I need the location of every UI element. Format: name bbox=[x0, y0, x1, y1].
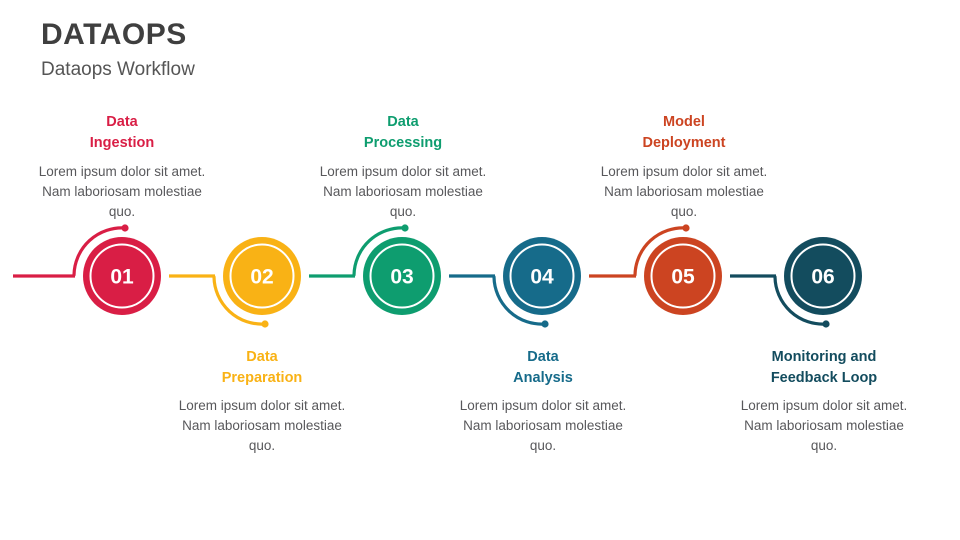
page-subtitle: Dataops Workflow bbox=[41, 59, 195, 80]
node-arc-04 bbox=[492, 275, 547, 326]
node-inner-ring-02 bbox=[229, 243, 295, 309]
page-title: DATAOPS bbox=[41, 18, 187, 51]
step-title-06: Monitoring and Feedback Loop bbox=[770, 349, 878, 386]
node-arc-dot-05 bbox=[682, 224, 690, 232]
node-inner-ring-01 bbox=[89, 243, 155, 309]
node-number-02: 02 bbox=[250, 266, 273, 289]
node-number-04: 04 bbox=[530, 266, 554, 289]
step-body-01: Lorem ipsum dolor sit amet. Nam laborios… bbox=[38, 164, 206, 219]
slide-header: DATAOPS Dataops Workflow bbox=[41, 17, 195, 83]
step-body-04: Lorem ipsum dolor sit amet. Nam laborios… bbox=[459, 398, 627, 453]
node-inner-ring-05 bbox=[650, 243, 716, 309]
node-arc-dot-03 bbox=[401, 224, 409, 232]
node-arc-03 bbox=[352, 226, 407, 277]
node-arc-dot-04 bbox=[541, 320, 549, 328]
node-number-03: 03 bbox=[390, 266, 413, 289]
node-arc-06 bbox=[773, 275, 828, 326]
node-arc-01 bbox=[72, 226, 127, 277]
node-02[interactable]: 02 bbox=[212, 237, 301, 328]
node-inner-ring-03 bbox=[369, 243, 435, 309]
node-layer: 01 02 03 04 05 06 bbox=[72, 224, 862, 328]
node-arc-dot-06 bbox=[822, 320, 830, 328]
node-inner-ring-06 bbox=[790, 243, 856, 309]
node-04[interactable]: 04 bbox=[492, 237, 581, 328]
step-body-05: Lorem ipsum dolor sit amet. Nam laborios… bbox=[600, 164, 768, 219]
step-body-06: Lorem ipsum dolor sit amet. Nam laborios… bbox=[740, 398, 908, 453]
step-title-01: Data Ingestion bbox=[89, 114, 155, 151]
step-body-02: Lorem ipsum dolor sit amet. Nam laborios… bbox=[178, 398, 346, 453]
step-body-03: Lorem ipsum dolor sit amet. Nam laborios… bbox=[319, 164, 487, 219]
step-title-05: Model Deployment bbox=[642, 114, 726, 151]
node-disc-06[interactable] bbox=[784, 237, 862, 315]
node-disc-04[interactable] bbox=[503, 237, 581, 315]
step-title-02: Data Preparation bbox=[221, 349, 303, 386]
node-01[interactable]: 01 bbox=[72, 224, 161, 315]
step-title-03: Data Processing bbox=[363, 114, 443, 151]
node-disc-02[interactable] bbox=[223, 237, 301, 315]
node-disc-05[interactable] bbox=[644, 237, 722, 315]
node-arc-05 bbox=[633, 226, 688, 277]
node-arc-dot-01 bbox=[121, 224, 129, 232]
node-inner-ring-04 bbox=[509, 243, 575, 309]
node-arc-dot-02 bbox=[261, 320, 269, 328]
node-disc-01[interactable] bbox=[83, 237, 161, 315]
step-title-04: Data Analysis bbox=[513, 349, 573, 386]
node-disc-03[interactable] bbox=[363, 237, 441, 315]
node-03[interactable]: 03 bbox=[352, 224, 441, 315]
node-06[interactable]: 06 bbox=[773, 237, 862, 328]
node-number-05: 05 bbox=[671, 266, 695, 289]
node-arc-02 bbox=[212, 275, 267, 326]
node-number-06: 06 bbox=[811, 266, 834, 289]
node-number-01: 01 bbox=[110, 266, 134, 289]
node-05[interactable]: 05 bbox=[633, 224, 722, 315]
